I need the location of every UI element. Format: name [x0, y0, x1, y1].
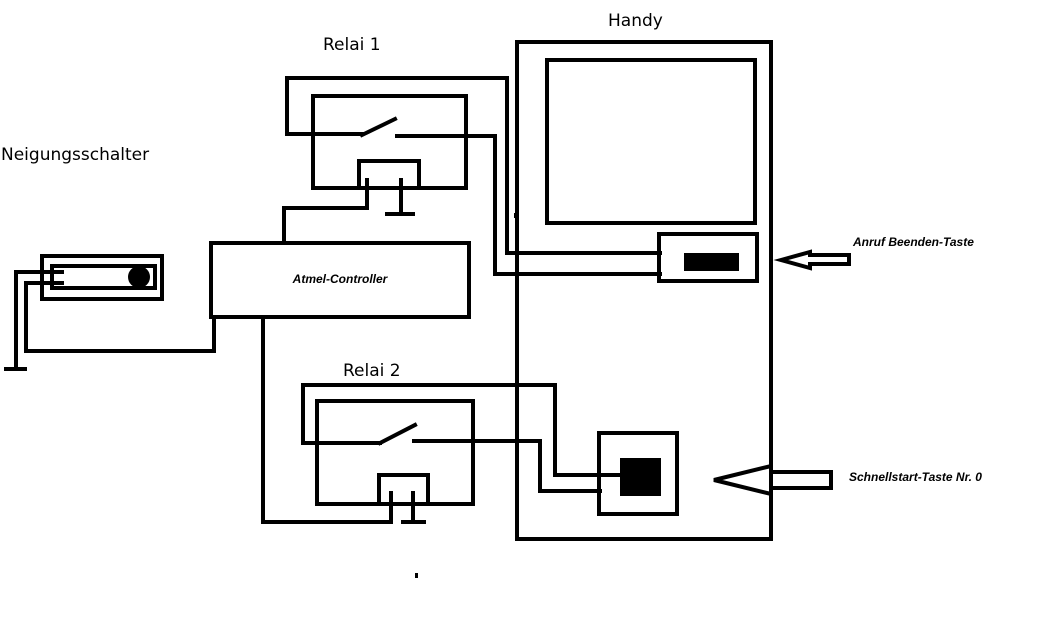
- tilt-switch-tube: [50, 264, 157, 290]
- relay1-wire-a: [285, 76, 662, 255]
- relay-2: [261, 316, 622, 524]
- speed-dial-key-label: Schnellstart-Taste Nr. 0: [849, 470, 982, 484]
- speed-dial-callout: Schnellstart-Taste Nr. 0: [713, 463, 982, 497]
- phone-body: [515, 40, 773, 541]
- relay-1: [282, 76, 662, 276]
- phone: [514, 40, 773, 541]
- relay2-box: [315, 399, 475, 506]
- tilt-switch: [4, 254, 216, 371]
- relay1-wire-b: [395, 134, 662, 276]
- end-call-arrow-icon: [773, 249, 851, 271]
- relay2-label: Relai 2: [343, 361, 401, 381]
- relay2-wire-b: [412, 439, 602, 493]
- end-call-key-label: Anruf Beenden-Taste: [852, 235, 974, 249]
- tilt-switch-controller-wire: [24, 281, 216, 353]
- atmel-controller: Atmel-Controller: [209, 241, 471, 319]
- relay2-coil-wire: [261, 316, 393, 524]
- relay1-box: [311, 94, 468, 190]
- phone-mark: [514, 213, 517, 218]
- phone-label: Handy: [608, 11, 663, 31]
- relay1-coil-wire: [282, 178, 369, 243]
- relay1-label: Relai 1: [323, 35, 381, 55]
- tilt-switch-label: Neigungsschalter: [1, 145, 149, 165]
- relay2-coil: [377, 473, 430, 506]
- end-call-key-frame: [657, 232, 759, 283]
- controller-box: [209, 241, 471, 319]
- tilt-switch-ground-wire: [14, 270, 64, 370]
- end-call-callout: Anruf Beenden-Taste: [773, 235, 974, 271]
- relay1-coil: [357, 159, 421, 190]
- speed-dial-key-frame: [597, 431, 679, 516]
- speed-dial-key: [620, 458, 661, 496]
- stray-dot: [415, 573, 418, 578]
- phone-screen: [545, 58, 757, 225]
- controller-label: Atmel-Controller: [292, 272, 389, 286]
- relay2-wire-a: [301, 383, 622, 477]
- relay1-switch-contact: [359, 116, 398, 138]
- relay2-switch-contact: [377, 422, 418, 446]
- end-call-key: [684, 253, 739, 271]
- tilt-switch-housing: [40, 254, 164, 301]
- speed-dial-arrow-icon: [713, 463, 833, 497]
- tilt-switch-ball: [128, 266, 150, 288]
